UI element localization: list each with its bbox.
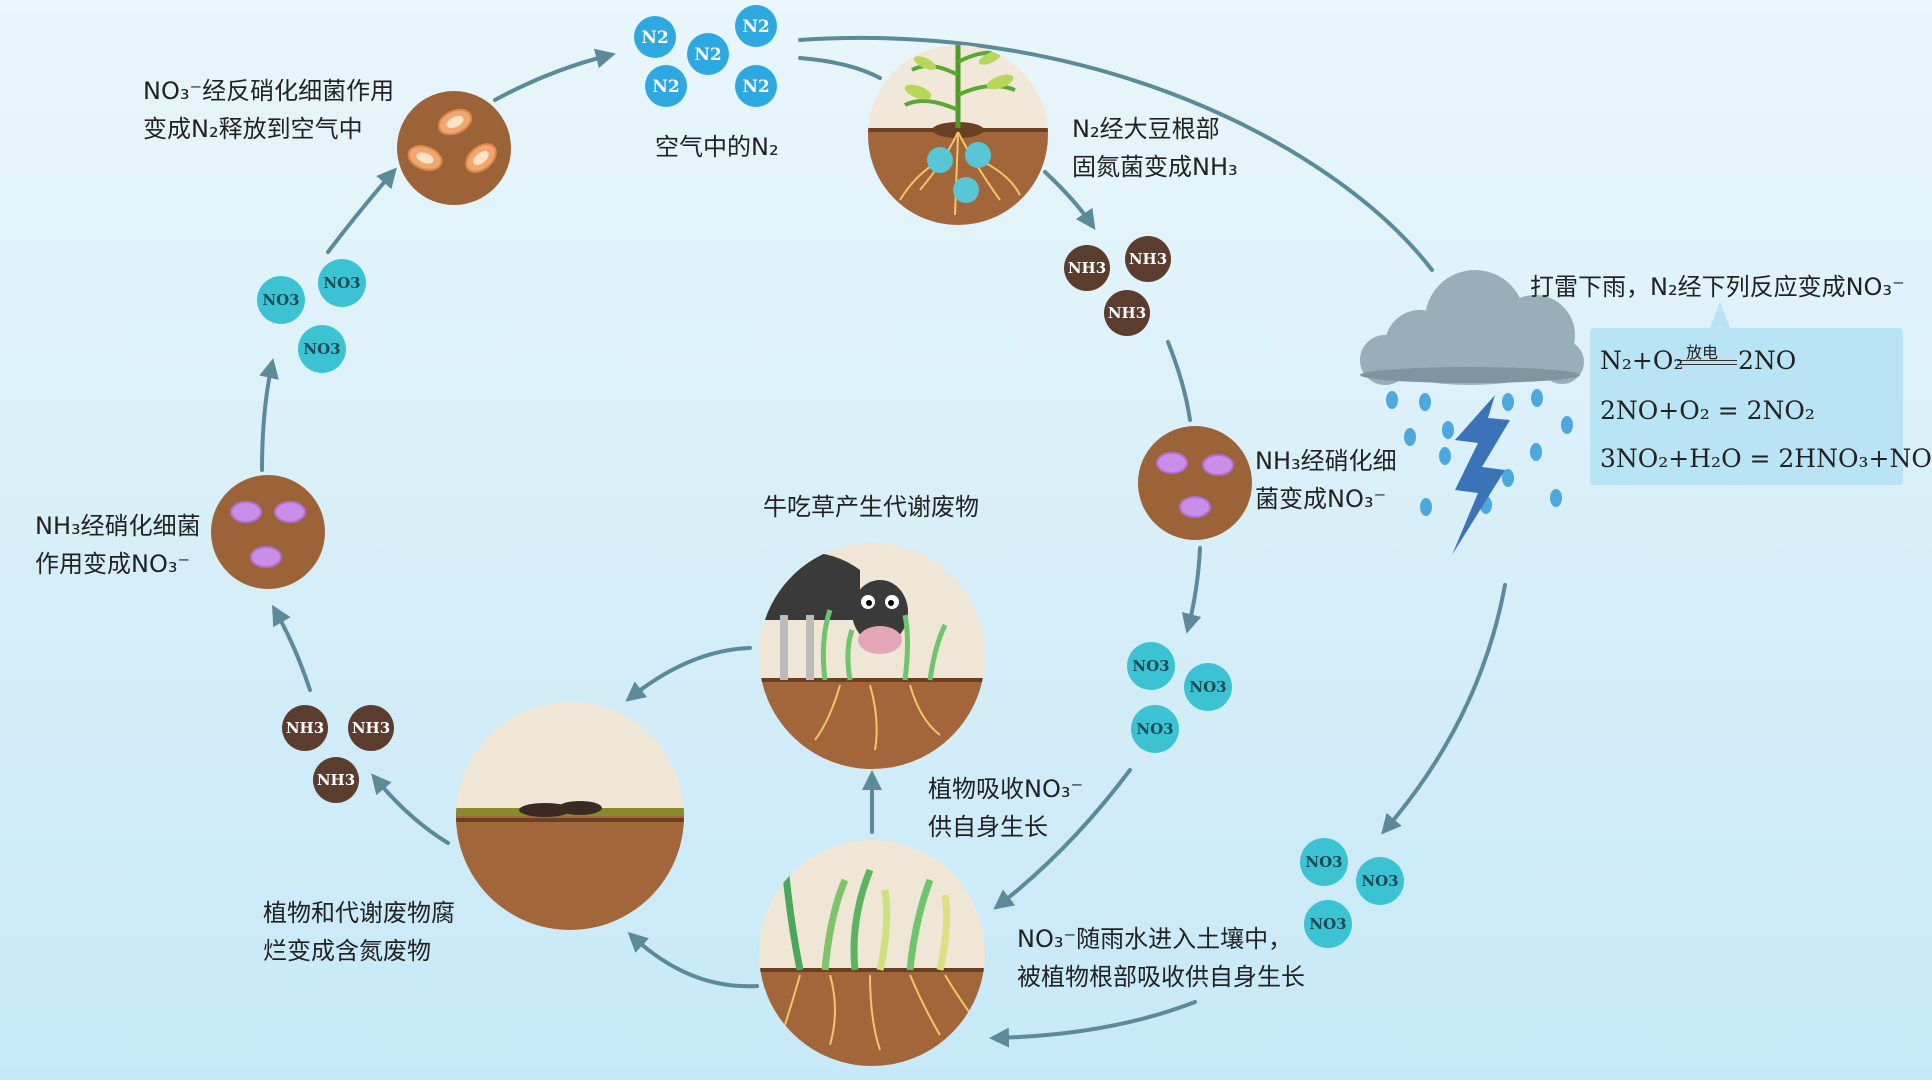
nh3-molecule: NH3	[1125, 236, 1171, 282]
svg-text:NO3: NO3	[262, 291, 299, 309]
svg-text:NO3: NO3	[1305, 853, 1342, 871]
no3-molecule: NO3	[257, 276, 305, 324]
arrow-no3-right-to-grass	[993, 768, 1132, 910]
n2-molecule: N2	[634, 16, 676, 58]
arrow-soybean-to-nh3	[1043, 170, 1096, 230]
svg-text:N2: N2	[652, 77, 679, 97]
decay-label: 植物和代谢废物腐 烂变成含氮废物	[263, 899, 455, 965]
nitrification-right-label: NH₃经硝化细 菌变成NO₃⁻	[1255, 447, 1397, 513]
equation-3: 3NO₂+H₂O = 2HNO₃+NO	[1600, 444, 1932, 473]
svg-text:N2: N2	[742, 77, 769, 97]
arrow-air-to-cloud	[798, 35, 1434, 272]
equation-2: 2NO+O₂ = 2NO₂	[1600, 396, 1815, 425]
soybean-root-circle	[868, 45, 1048, 225]
svg-text:NH3: NH3	[286, 719, 324, 737]
svg-text:NH3: NH3	[1068, 259, 1106, 277]
no3-left-molecules: NO3 NO3 NO3	[257, 259, 366, 373]
svg-text:NO3: NO3	[323, 274, 360, 292]
no3-molecule: NO3	[1304, 900, 1352, 948]
svg-text:NH3: NH3	[317, 771, 355, 789]
arrow-decay-to-nh3-lower	[371, 773, 450, 845]
no3-molecule: NO3	[1127, 642, 1175, 690]
cycle-arrows	[259, 35, 1507, 1048]
svg-text:NO3: NO3	[1136, 720, 1173, 738]
arrow-nh3-to-nitrify-right	[1166, 340, 1192, 422]
arrow-rain-to-grass	[989, 1000, 1197, 1048]
equation-equal-sign	[1677, 360, 1737, 365]
nh3-molecule: NH3	[1104, 290, 1150, 336]
arrow-no3-left-to-denitrify	[326, 167, 397, 254]
plants-absorb-label: 植物吸收NO₃⁻ 供自身生长	[928, 775, 1084, 841]
arrow-nitrify-left-to-no3-left	[259, 358, 279, 472]
svg-text:NO3: NO3	[1132, 657, 1169, 675]
svg-text:NH3: NH3	[352, 719, 390, 737]
n2-molecule: N2	[687, 33, 729, 75]
air-n2-label: 空气中的N₂	[655, 133, 779, 161]
svg-text:NO3: NO3	[303, 340, 340, 358]
no3-molecule: NO3	[1131, 705, 1179, 753]
lightning-bolt-icon	[1452, 395, 1510, 555]
nitrogen-fixation-label: N₂经大豆根部 固氮菌变成NH₃	[1072, 115, 1238, 181]
no3-molecule: NO3	[318, 259, 366, 307]
arrow-cloud-to-no3-rain	[1381, 583, 1507, 835]
svg-text:N2: N2	[694, 45, 721, 65]
decay-soil-circle	[456, 702, 684, 930]
svg-text:N2: N2	[742, 17, 769, 37]
denitrification-label: NO₃⁻经反硝化细菌作用 变成N₂释放到空气中	[143, 77, 395, 143]
svg-text:NH3: NH3	[1129, 250, 1167, 268]
equation-condition: 放电	[1686, 343, 1719, 362]
reaction-equations-box	[1590, 302, 1903, 485]
cow-grazing-circle	[759, 543, 985, 769]
arrow-cow-to-decay	[625, 646, 752, 702]
nitrifying-bacteria-circle-left	[211, 475, 325, 589]
arrow-nitrify-to-no3-right	[1181, 546, 1202, 634]
no3-right-molecules: NO3 NO3 NO3	[1127, 642, 1232, 753]
arrow-nh3-lower-to-nitrify-left	[272, 604, 312, 692]
nh3-molecule: NH3	[282, 705, 328, 751]
n2-molecule: N2	[735, 5, 777, 47]
nitrification-left-label: NH₃经硝化细菌 作用变成NO₃⁻	[35, 512, 201, 578]
cow-label: 牛吃草产生代谢废物	[763, 493, 979, 521]
svg-text:N2: N2	[641, 28, 668, 48]
nh3-molecule: NH3	[1064, 245, 1110, 291]
no3-molecule: NO3	[298, 325, 346, 373]
arrow-air-to-soybean	[798, 56, 882, 80]
svg-text:NH3: NH3	[1108, 304, 1146, 322]
rain-absorb-label: NO₃⁻随雨水进入土壤中， 被植物根部吸收供自身生长	[1017, 925, 1305, 991]
svg-text:NO3: NO3	[1189, 678, 1226, 696]
nh3-lower-molecules: NH3 NH3 NH3	[282, 705, 394, 803]
rain-cloud	[1360, 270, 1584, 385]
no3-molecule: NO3	[1300, 838, 1348, 886]
no3-molecule: NO3	[1184, 663, 1232, 711]
arrow-denitrify-to-air	[493, 48, 616, 102]
nh3-molecule: NH3	[348, 705, 394, 751]
denitrifying-bacteria-circle	[397, 91, 511, 205]
nitrifying-bacteria-circle-right	[1138, 426, 1252, 540]
equation-1-left: N₂+O₂	[1600, 346, 1684, 375]
n2-molecule: N2	[735, 65, 777, 107]
no3-molecule: NO3	[1356, 857, 1404, 905]
arrow-grass-to-decay	[627, 931, 759, 989]
nh3-molecule: NH3	[313, 757, 359, 803]
nh3-upper-molecules: NH3 NH3 NH3	[1064, 236, 1171, 336]
equation-1-right: 2NO	[1738, 346, 1797, 375]
n2-molecules: N2 N2 N2 N2 N2	[634, 5, 777, 107]
svg-text:NO3: NO3	[1361, 872, 1398, 890]
n2-molecule: N2	[645, 65, 687, 107]
svg-text:NO3: NO3	[1309, 915, 1346, 933]
lightning-title: 打雷下雨，N₂经下列反应变成NO₃⁻	[1530, 273, 1905, 301]
no3-rain-molecules: NO3 NO3 NO3	[1300, 838, 1404, 948]
grass-root-circle	[759, 840, 985, 1066]
